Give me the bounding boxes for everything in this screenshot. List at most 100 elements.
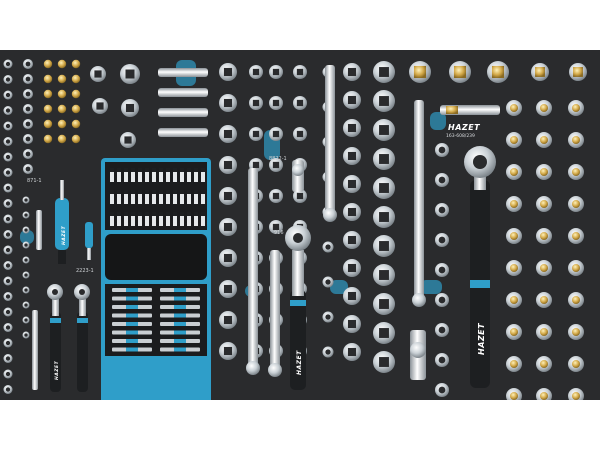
bit-tip	[572, 136, 580, 144]
long-bit-band	[126, 347, 138, 352]
small-ratchet-1: HAZET	[47, 284, 63, 392]
bit-base	[152, 212, 156, 216]
bits-label: 2223-1	[76, 268, 94, 274]
socket-hole	[24, 198, 28, 202]
socket-hole	[438, 176, 446, 184]
bit-base	[124, 212, 128, 216]
bit-tip	[510, 328, 518, 336]
bit-base	[194, 168, 198, 172]
bit-base	[131, 168, 135, 172]
bit-insert	[573, 67, 583, 77]
bit-base	[110, 212, 114, 216]
extension-bars	[32, 65, 500, 390]
socket-drive	[125, 69, 135, 79]
socket-hole	[25, 121, 31, 127]
socket-hole	[438, 356, 446, 364]
socket-hole	[24, 213, 28, 217]
socket-drive	[223, 160, 233, 170]
socket-hole	[25, 136, 31, 142]
socket-drive	[296, 130, 304, 138]
bit-tip	[572, 360, 580, 368]
bit-tip	[540, 232, 548, 240]
set-number-label: 163-608/239	[446, 133, 475, 139]
bit	[124, 168, 128, 182]
long-bit-band	[174, 305, 186, 309]
bit-base	[194, 212, 198, 216]
large-ratchet: HAZET	[464, 146, 496, 388]
bit-base	[131, 190, 135, 194]
bit	[131, 212, 135, 226]
bit-tip	[540, 296, 548, 304]
socket-drive	[347, 67, 357, 77]
bit-tip	[510, 296, 518, 304]
bit	[159, 212, 163, 226]
socket-drive	[296, 68, 304, 76]
bit	[187, 168, 191, 182]
bit-base	[124, 190, 128, 194]
bit-base	[180, 212, 184, 216]
brass-bit	[71, 104, 81, 114]
bit	[201, 168, 205, 182]
long-bit-band	[174, 288, 186, 292]
socket-drive	[124, 136, 132, 144]
extension-end	[268, 363, 282, 377]
bit	[166, 168, 170, 182]
bit-insert	[535, 67, 545, 77]
bit	[194, 168, 198, 182]
small-ratchet-2	[74, 284, 90, 392]
socket-hole	[25, 76, 31, 82]
socket-hole	[438, 266, 446, 274]
bit	[152, 190, 156, 204]
socket-drive	[379, 96, 389, 106]
bit-base	[180, 168, 184, 172]
long-bit-band	[174, 347, 186, 352]
socket-hole	[5, 139, 11, 144]
bit-base	[173, 212, 177, 216]
bit-base	[131, 212, 135, 216]
bit-tip	[540, 392, 548, 400]
extension-bar	[158, 88, 208, 97]
socket-hole	[438, 206, 446, 214]
bit-base	[117, 190, 121, 194]
bit	[194, 190, 198, 204]
bit	[138, 168, 142, 182]
bit-holder-blue	[85, 222, 93, 260]
bit	[187, 190, 191, 204]
bit-base	[187, 168, 191, 172]
extension-bar	[414, 100, 424, 300]
brand-label: HAZET	[448, 123, 480, 132]
bit	[117, 212, 121, 226]
socket-drive	[379, 357, 389, 367]
extension-bar	[158, 128, 208, 137]
bit-tip	[572, 392, 580, 400]
socket-drive	[379, 212, 389, 222]
bit-base	[110, 190, 114, 194]
socket-hole	[24, 318, 28, 322]
bit-tip	[572, 264, 580, 272]
socket-hole	[5, 387, 11, 392]
extension-bar	[158, 108, 208, 117]
socket-hole	[24, 228, 28, 232]
socket-hole	[5, 294, 11, 299]
brass-bit	[71, 119, 81, 129]
socket-drive	[347, 319, 357, 329]
bit	[166, 190, 170, 204]
socket-drive	[223, 98, 233, 108]
bit	[173, 168, 177, 182]
bit	[145, 212, 149, 226]
bit-tip	[510, 104, 518, 112]
socket-drive	[223, 191, 233, 201]
bit-insert	[446, 106, 458, 114]
foam-accent	[420, 280, 442, 294]
bit-base	[187, 212, 191, 216]
brass-bit	[57, 89, 67, 99]
foam-accent	[330, 280, 348, 294]
bit-base	[201, 212, 205, 216]
socket-drive	[125, 103, 135, 113]
socket-drive	[347, 235, 357, 245]
screwdriver-brand: HAZET	[61, 225, 67, 245]
bit	[145, 168, 149, 182]
tool-tray-illustration: HAZET HAZET HAZET	[3, 59, 587, 400]
socket-hole	[5, 108, 11, 113]
socket-drive	[252, 130, 260, 138]
